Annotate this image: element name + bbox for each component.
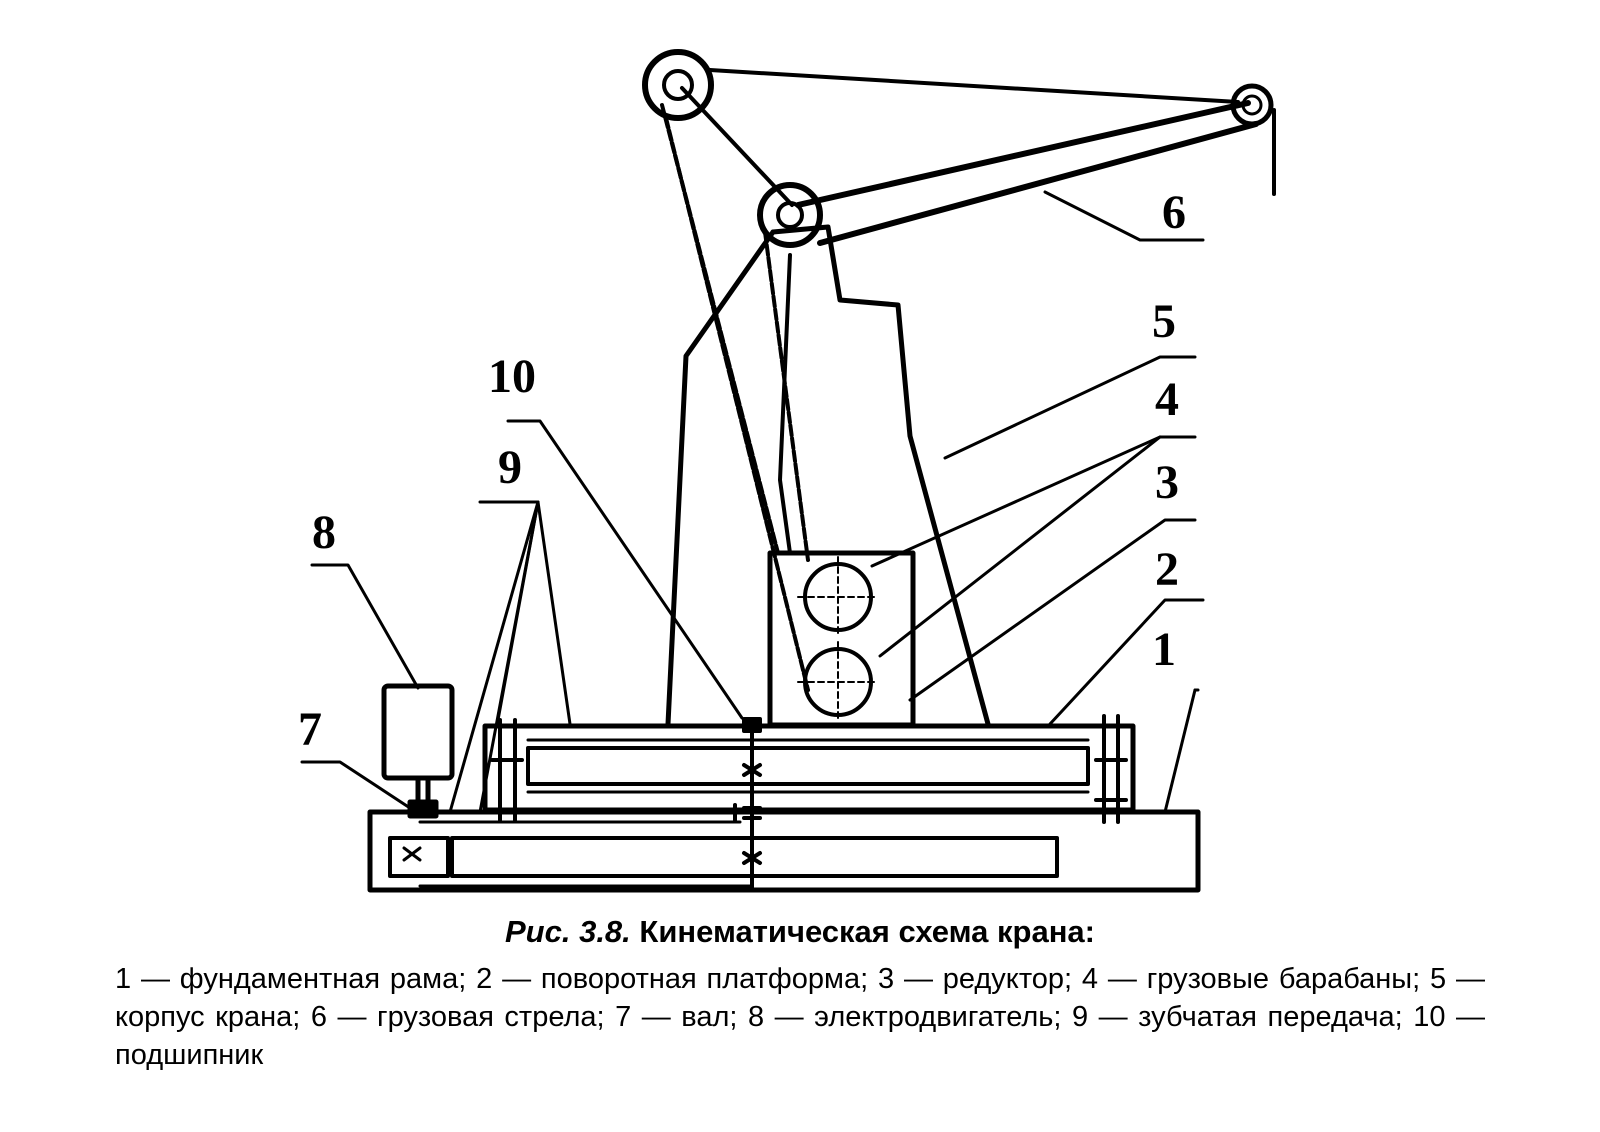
callout-2: 2 xyxy=(1155,543,1179,596)
hoist-ropes xyxy=(660,103,810,692)
callout-5: 5 xyxy=(1152,295,1176,348)
caption-heading: Кинематическая схема крана: xyxy=(639,914,1095,949)
gear-transmission xyxy=(490,714,1128,824)
leader-lines xyxy=(300,190,1205,814)
callout-labels: 1 2 3 4 5 6 7 8 9 10 xyxy=(298,186,1186,756)
crane-kinematic-diagram: 1 2 3 4 5 6 7 8 9 10 xyxy=(298,49,1276,893)
rotating-platform xyxy=(482,723,1136,813)
electric-motor xyxy=(381,683,455,862)
reducer-housing xyxy=(767,550,916,728)
callout-10: 10 xyxy=(488,350,536,403)
callout-7: 7 xyxy=(298,703,322,756)
callout-8: 8 xyxy=(312,506,336,559)
caption-prefix: Рис. 3.8. xyxy=(505,914,631,949)
bearing-shaft xyxy=(733,717,762,892)
foundation-frame xyxy=(367,809,1201,893)
callout-1: 1 xyxy=(1152,623,1176,676)
callout-4: 4 xyxy=(1155,373,1179,426)
callout-6: 6 xyxy=(1162,186,1186,239)
caption-title: Рис. 3.8. Кинематическая схема крана: xyxy=(0,912,1600,952)
callout-9: 9 xyxy=(498,441,522,494)
cargo-boom xyxy=(642,49,1276,248)
caption-legend: 1 — фундаментная рама; 2 — поворотная пл… xyxy=(115,963,1485,1071)
callout-3: 3 xyxy=(1155,456,1179,509)
cargo-drums xyxy=(797,556,879,723)
figure-caption: Рис. 3.8. Кинематическая схема крана: 1 … xyxy=(0,912,1600,1074)
